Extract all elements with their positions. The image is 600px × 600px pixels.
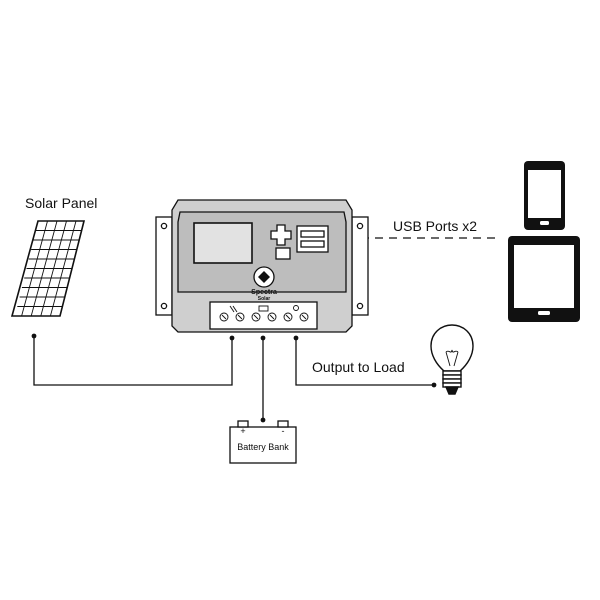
load-wire — [295, 338, 434, 386]
usb-ports-label: USB Ports x2 — [393, 218, 477, 234]
light-bulb-icon — [430, 324, 474, 395]
brand-label: Spectra — [251, 289, 277, 296]
battery-plus-label: + — [240, 426, 245, 436]
terminal-screws — [219, 312, 309, 322]
terminal-icons — [229, 305, 299, 313]
small-button-icon — [275, 247, 291, 260]
solar-wire — [33, 336, 233, 386]
battery-bank-label: Battery Bank — [237, 442, 289, 452]
usb-port-block — [296, 225, 329, 253]
tablet-icon — [508, 236, 580, 322]
charge-controller — [155, 199, 369, 333]
battery-icon — [229, 420, 297, 464]
wires — [33, 237, 496, 420]
cross-button-icon — [270, 224, 292, 246]
sub-brand-label: Solar — [258, 296, 271, 302]
output-to-load-label: Output to Load — [312, 359, 405, 375]
solar-panel-label: Solar Panel — [25, 195, 97, 211]
battery-minus-label: - — [282, 426, 285, 436]
solar-panel-icon — [10, 220, 86, 317]
controller-screen — [193, 222, 253, 264]
smartphone-icon — [524, 161, 565, 230]
